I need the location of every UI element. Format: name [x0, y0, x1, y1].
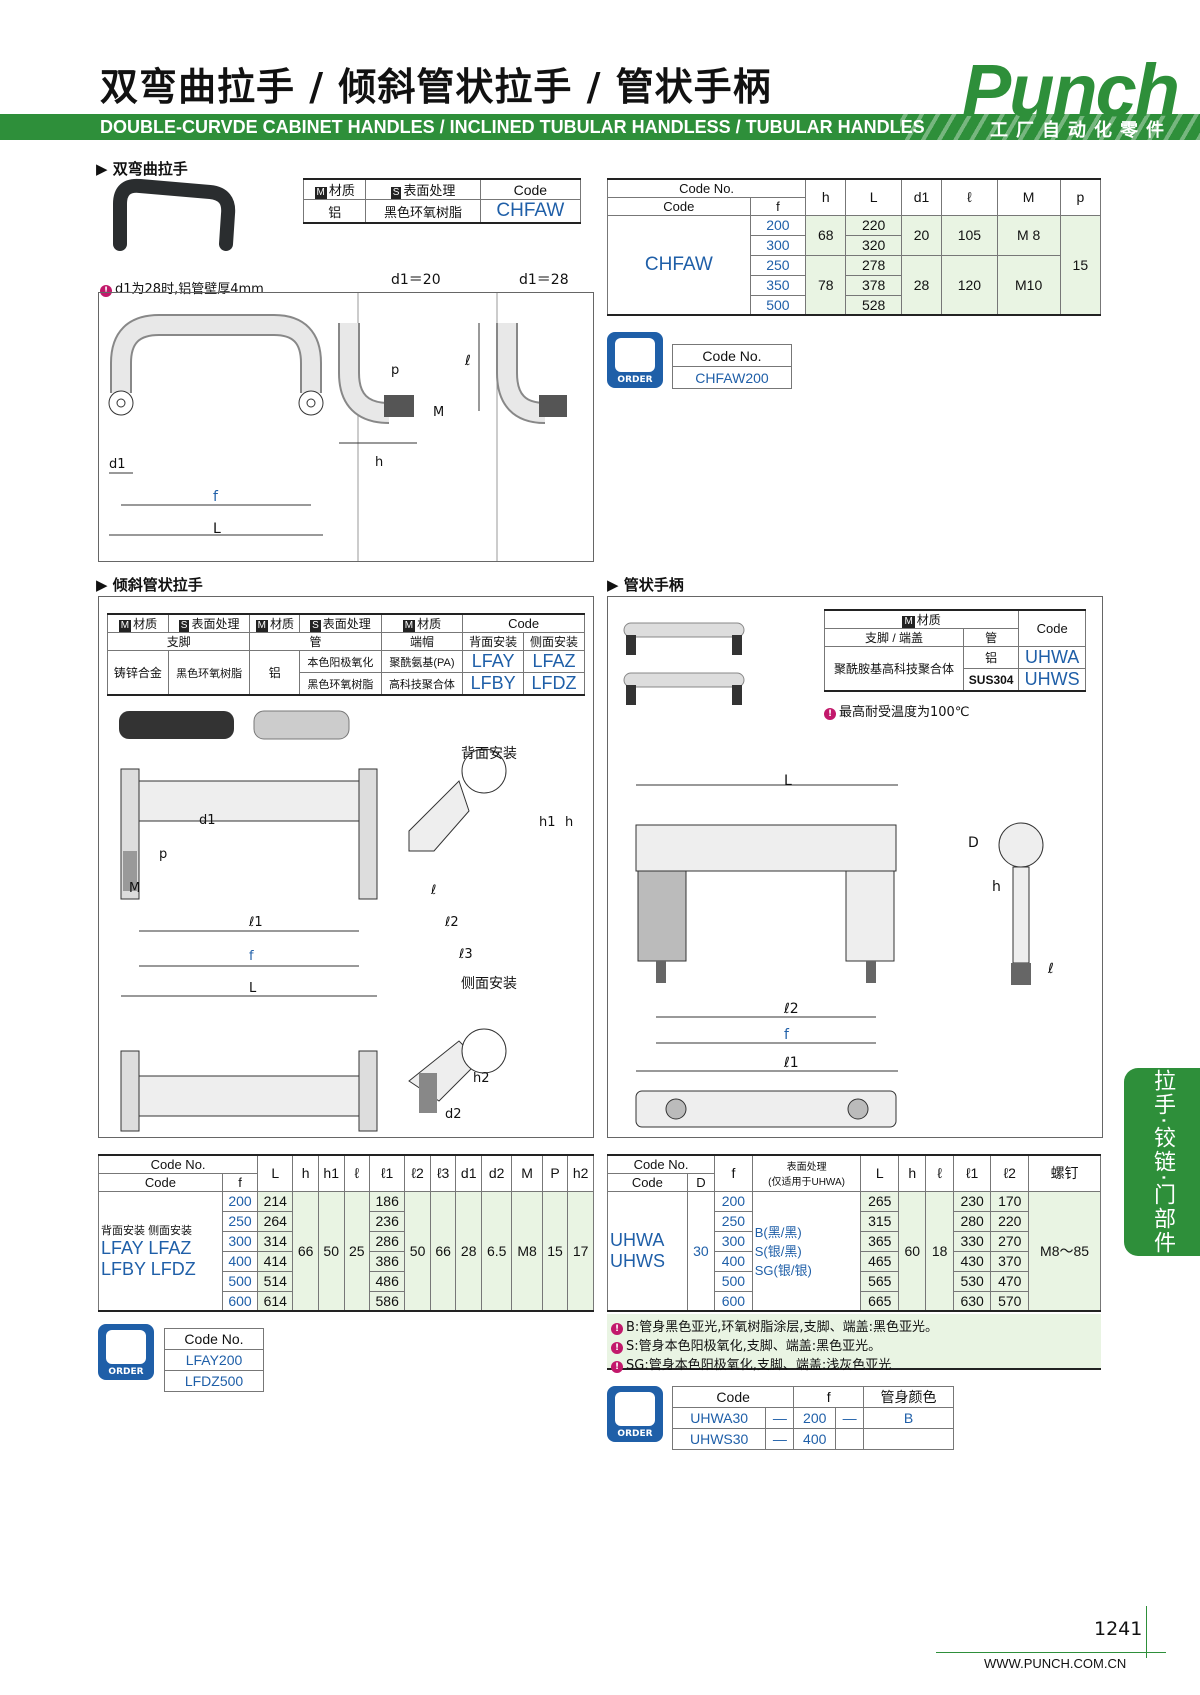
- dim-h2: h2: [473, 1071, 490, 1086]
- dim-l2: ℓ2: [445, 915, 459, 930]
- chfaw-drawing-box: d1 f L p ℓ M h d1＝20 d1＝28: [98, 272, 594, 562]
- tubular-note: !最高耐受温度为100℃: [824, 701, 969, 720]
- dim-f: f: [784, 1027, 789, 1043]
- tubular-technical-drawing: [635, 784, 1044, 1128]
- brand-logo: Punch: [961, 49, 1180, 132]
- chfaw-order-example: Code No. CHFAW200: [672, 344, 792, 389]
- dim-d2: d2: [445, 1107, 462, 1122]
- dim-h: h: [375, 455, 384, 470]
- footer-vrule: [1146, 1606, 1147, 1658]
- dim-f: f: [213, 489, 218, 505]
- dim-M: M: [129, 881, 141, 896]
- product-photo-chfaw: [100, 174, 240, 254]
- order-icon: ORDER: [607, 1386, 663, 1442]
- dim-D: D: [968, 835, 979, 851]
- tubular-notes: !B:管身黑色亚光,环氧树脂涂层,支脚、端盖:黑色亚光。 !S:管身本色阳极氧化…: [607, 1314, 1101, 1373]
- dim-h: h: [992, 879, 1001, 895]
- dim-l3: ℓ3: [459, 947, 473, 962]
- dim-l1: ℓ1: [784, 1055, 799, 1071]
- dim-p: p: [391, 363, 400, 378]
- label-d1-28: d1＝28: [519, 272, 569, 288]
- page-subtitle: DOUBLE-CURVDE CABINET HANDLES / INCLINED…: [100, 117, 925, 137]
- dim-M: M: [433, 405, 445, 420]
- dim-L: L: [213, 521, 221, 537]
- dim-l: ℓ: [1048, 961, 1054, 977]
- dim-f: f: [249, 949, 254, 964]
- order-icon: ORDER: [607, 332, 663, 388]
- inclined-technical-drawing: [119, 710, 507, 1132]
- dim-L: L: [249, 981, 257, 996]
- section-title-double-curve: ▶ 双弯曲拉手: [96, 160, 188, 178]
- order-icon: ORDER: [98, 1324, 154, 1380]
- label-back-mount: 背面安装: [461, 746, 517, 762]
- dim-l2: ℓ2: [784, 1001, 799, 1017]
- category-tab[interactable]: 拉手·铰链·门部件: [1124, 1068, 1200, 1256]
- dim-l: ℓ: [465, 353, 471, 369]
- dim-d1: d1: [199, 813, 216, 828]
- dim-h1: h1: [539, 815, 556, 830]
- header-bar: [0, 114, 1200, 140]
- section-title-inclined: ▶ 倾斜管状拉手: [96, 576, 203, 594]
- dim-l: ℓ: [431, 883, 437, 898]
- label-side-mount: 侧面安装: [461, 976, 517, 992]
- footer-rule: [936, 1652, 1166, 1653]
- footer-url[interactable]: WWW.PUNCH.COM.CN: [984, 1656, 1127, 1671]
- dim-h: h: [565, 815, 574, 830]
- chfaw-technical-drawing: [108, 293, 567, 561]
- dim-L: L: [784, 773, 792, 789]
- chfaw-note: !d1为28时,铝管壁厚4mm: [100, 278, 264, 297]
- dim-d1: d1: [109, 457, 126, 472]
- section-title-tubular: ▶ 管状手柄: [607, 576, 684, 594]
- product-photo-uhw: [623, 622, 745, 705]
- page-number: 1241: [1094, 1618, 1143, 1640]
- header-stripes: [900, 100, 1200, 140]
- dim-p: p: [159, 847, 168, 862]
- page-title: 双弯曲拉手 / 倾斜管状拉手 / 管状手柄: [100, 65, 772, 109]
- brand-subtitle: 工厂自动化零件: [990, 120, 1172, 141]
- label-d1-20: d1＝20: [391, 272, 441, 288]
- dim-l1: ℓ1: [249, 915, 263, 930]
- inclined-order-example: Code No. LFAY200 LFDZ500: [164, 1328, 264, 1392]
